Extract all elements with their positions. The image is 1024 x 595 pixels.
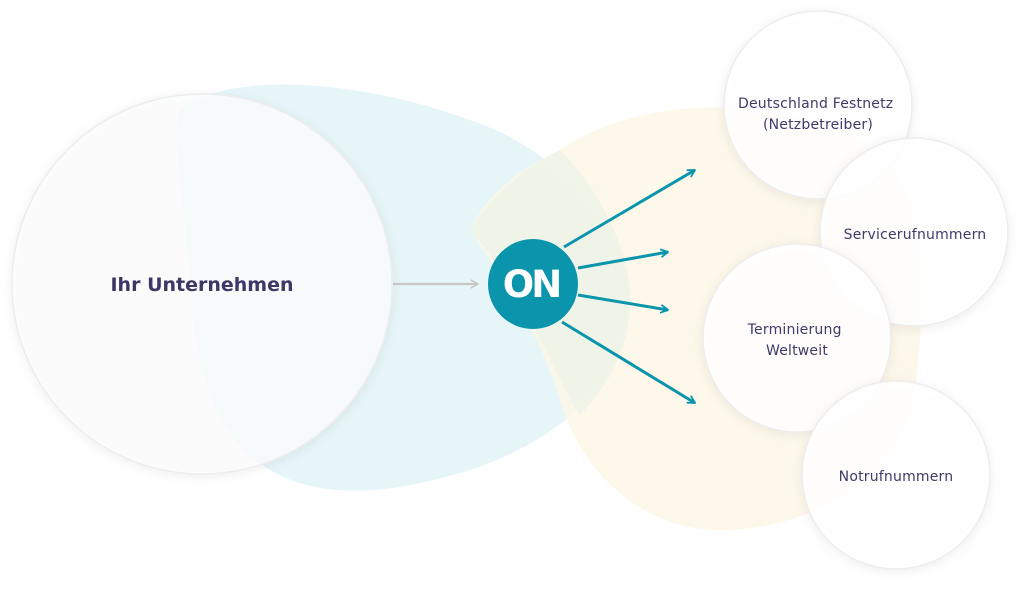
target-label-terminierung-line1: Terminierung bbox=[747, 322, 842, 338]
target-circle-notruf bbox=[801, 380, 991, 570]
target-label-terminierung: Terminierung Weltweit bbox=[747, 322, 847, 359]
target-label-notruf: Notrufnummern bbox=[839, 469, 954, 485]
target-circle-terminierung bbox=[702, 243, 892, 433]
output-arrow-3 bbox=[577, 293, 668, 310]
target-label-festnetz-line1: Deutschland Festnetz bbox=[738, 96, 893, 112]
company-label: Ihr Unternehmen bbox=[110, 274, 293, 296]
output-arrow-1 bbox=[563, 168, 695, 249]
company-node bbox=[11, 93, 393, 475]
output-arrow-2 bbox=[577, 252, 668, 270]
on-logo-text: ON bbox=[503, 263, 559, 306]
target-label-service: Servicerufnummern bbox=[844, 227, 987, 243]
target-label-festnetz-line2: (Netzbetreiber) bbox=[763, 117, 873, 133]
target-label-festnetz: Deutschland Festnetz (Netzbetreiber) bbox=[738, 96, 898, 133]
target-label-terminierung-line2: Weltweit bbox=[766, 343, 828, 359]
output-arrow-4 bbox=[561, 320, 695, 405]
on-logo-circle bbox=[488, 239, 578, 329]
on-logo: ON bbox=[488, 239, 578, 329]
